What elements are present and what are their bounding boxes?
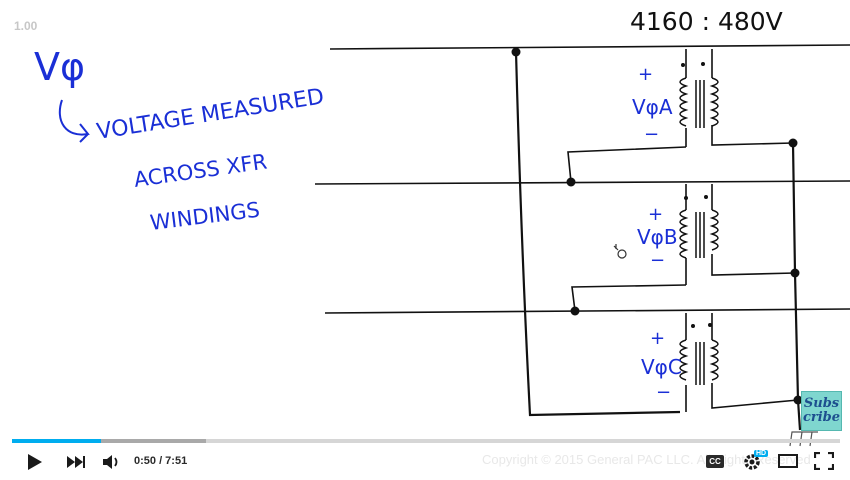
junction-dot xyxy=(788,138,798,148)
skip-next-icon xyxy=(67,456,85,468)
primary-line-a xyxy=(329,44,850,50)
secondary-c-leads xyxy=(711,313,799,409)
subscribe-line-1: Subs xyxy=(803,396,840,411)
playback-speed[interactable]: 1.00 xyxy=(14,19,38,33)
polarity-dot xyxy=(691,324,695,328)
winding-a-minus: − xyxy=(644,124,659,145)
cursor-icon xyxy=(613,244,627,259)
winding-b-label: VφB xyxy=(637,225,678,249)
jumper-a-b xyxy=(567,146,687,183)
hd-badge: HD xyxy=(754,450,769,457)
jumper-b-c xyxy=(571,284,687,312)
polarity-dot xyxy=(704,195,708,199)
settings-button[interactable] xyxy=(740,450,764,474)
note-line-voltage-measured: VOLTAGE MEASURED xyxy=(95,84,326,145)
phase-voltage-symbol: Vφ xyxy=(34,45,85,89)
note-arrow xyxy=(58,99,90,143)
primary-coil-b xyxy=(679,209,689,259)
primary-coil-c xyxy=(679,339,689,381)
winding-c-minus: − xyxy=(656,382,671,403)
polarity-dot xyxy=(684,196,688,200)
polarity-dot xyxy=(708,323,712,327)
polarity-dot xyxy=(701,62,705,66)
junction-dot xyxy=(511,47,521,57)
fullscreen-icon xyxy=(814,452,834,470)
play-icon xyxy=(28,454,42,470)
captions-button[interactable]: CC xyxy=(706,455,724,468)
polarity-dot xyxy=(681,63,685,67)
progress-played xyxy=(12,439,102,443)
junction-dot xyxy=(790,268,800,278)
winding-c-label: VφC xyxy=(641,355,682,379)
primary-vertical-conductor xyxy=(514,51,681,417)
copyright-text: Copyright © 2015 General PAC LLC. All Ri… xyxy=(482,452,811,467)
junction-dot xyxy=(793,395,803,405)
winding-c-plus: + xyxy=(650,328,665,349)
primary-coil-a xyxy=(679,77,689,127)
theater-mode-button[interactable] xyxy=(777,452,799,470)
primary-line-c xyxy=(324,308,850,314)
primary-line-b xyxy=(314,180,850,185)
transformer-ratio-label: 4160 : 480V xyxy=(630,7,783,36)
secondary-vertical-bus xyxy=(791,142,802,431)
secondary-coil-a xyxy=(709,77,719,127)
secondary-coil-b xyxy=(709,209,719,251)
wiring-diagram xyxy=(314,44,850,431)
secondary-a-leads xyxy=(711,49,794,146)
subscribe-line-2: cribe xyxy=(802,410,841,425)
next-button[interactable] xyxy=(64,452,88,472)
note-line-across-xfr: ACROSS XFR xyxy=(132,150,268,192)
play-button[interactable] xyxy=(24,452,46,472)
time-display: 0:50 / 7:51 xyxy=(134,455,188,467)
junction-dot xyxy=(566,177,576,187)
progress-buffered xyxy=(12,439,206,443)
gear-icon xyxy=(744,454,760,470)
core-lines-c xyxy=(695,342,705,385)
winding-b-minus: − xyxy=(650,250,665,271)
winding-a-label: VφA xyxy=(632,95,673,119)
core-lines-a xyxy=(695,80,705,128)
junction-dot xyxy=(570,306,580,316)
note-line-windings: WINDINGS xyxy=(149,198,261,235)
winding-b-plus: + xyxy=(648,204,663,225)
winding-a-plus: + xyxy=(638,64,653,85)
fullscreen-button[interactable] xyxy=(812,451,836,471)
progress-bar[interactable] xyxy=(12,439,840,443)
secondary-b-leads xyxy=(711,184,796,276)
volume-icon xyxy=(103,455,118,469)
volume-button[interactable] xyxy=(101,451,123,473)
secondary-coil-c xyxy=(709,339,719,381)
subscribe-button[interactable]: Subs cribe xyxy=(801,391,842,431)
theater-mode-icon xyxy=(778,454,798,468)
core-lines-b xyxy=(695,212,705,258)
